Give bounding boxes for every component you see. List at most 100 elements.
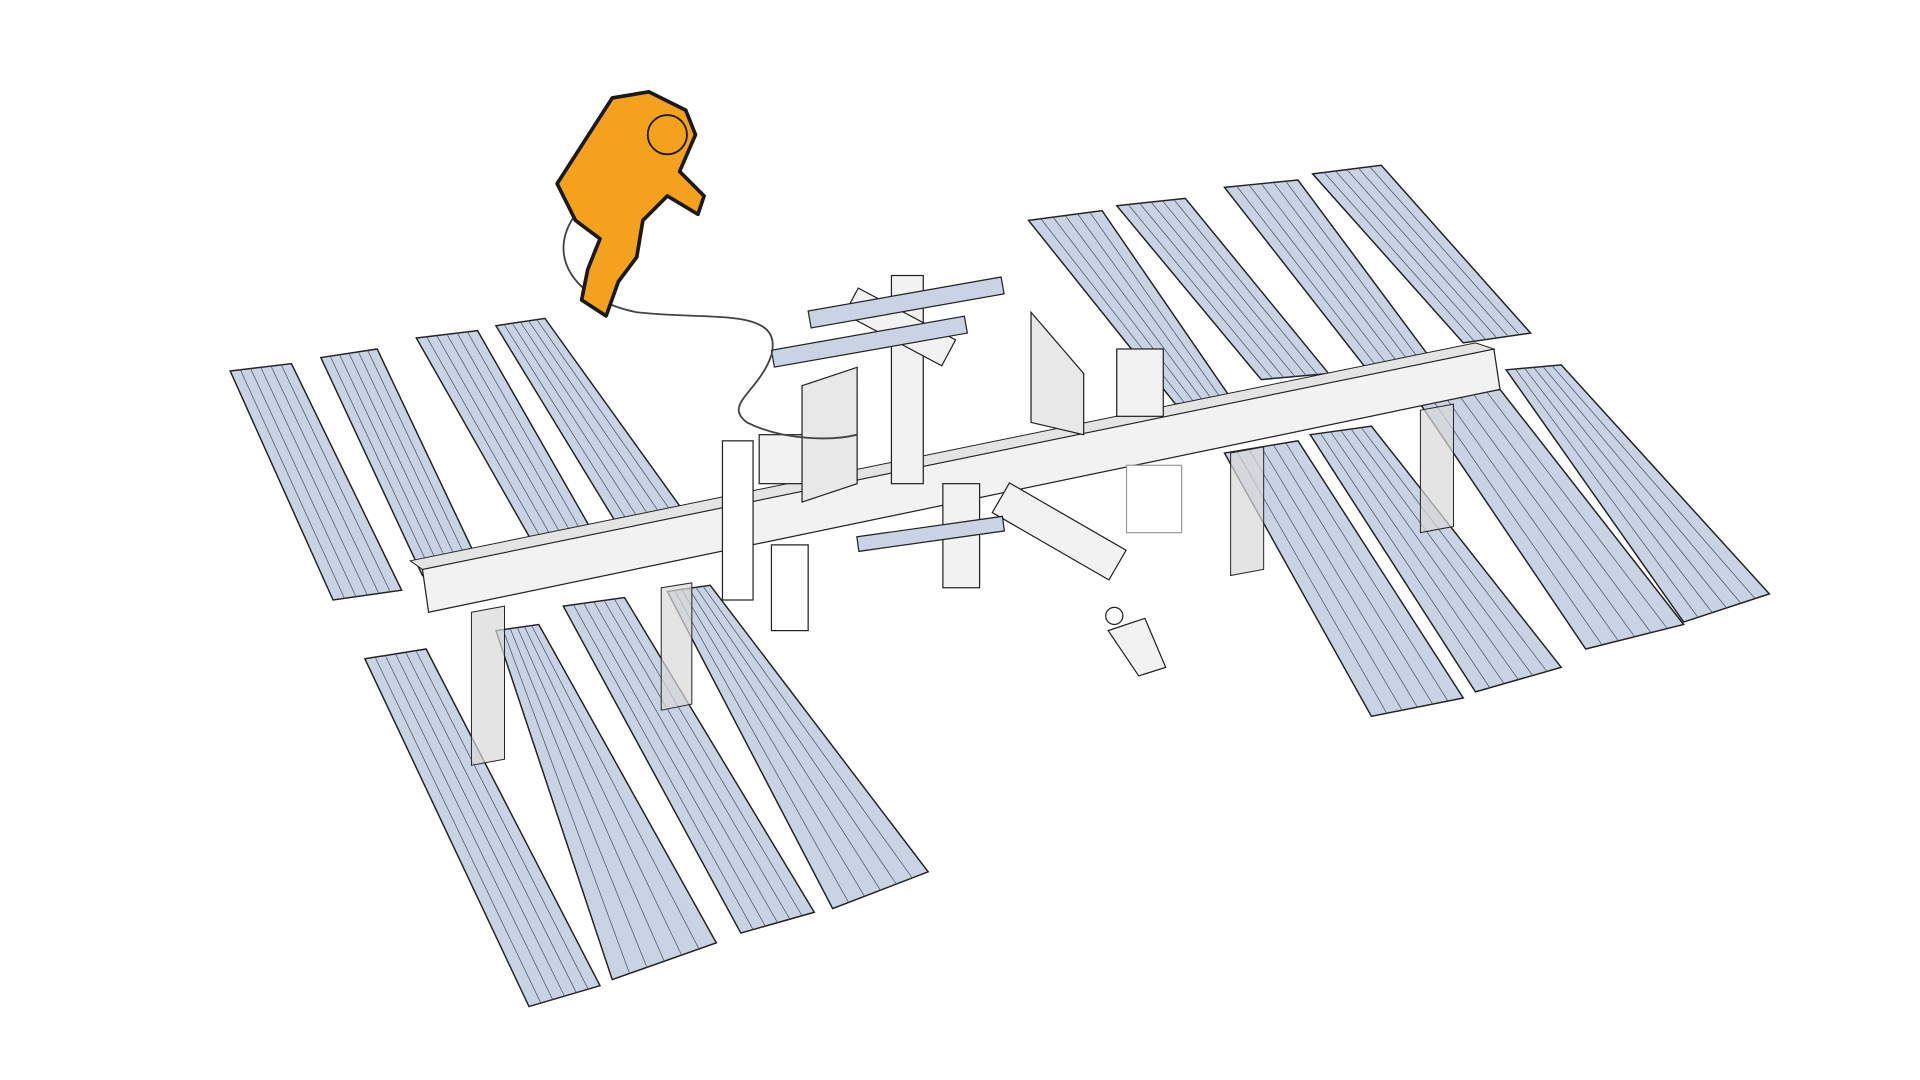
radiators bbox=[470, 403, 1454, 766]
solar-cell-stripe bbox=[1077, 213, 1213, 401]
solar-cell-stripe bbox=[531, 625, 700, 950]
solar-cell-stripe bbox=[520, 321, 653, 521]
astronaut-helmet bbox=[646, 114, 688, 156]
solar-cell-stripe bbox=[426, 336, 550, 553]
solar-cell-stripe bbox=[1260, 183, 1400, 365]
solar-cell-stripe bbox=[536, 319, 675, 517]
solar-panel bbox=[666, 584, 930, 910]
solar-cell-stripe bbox=[456, 332, 580, 548]
radiator-left bbox=[801, 366, 858, 503]
solar-cell-stripe bbox=[384, 655, 553, 1000]
solar-panel bbox=[229, 362, 403, 601]
solar-cell-stripe bbox=[415, 650, 589, 990]
solar-arrays bbox=[229, 164, 1771, 1008]
solar-cell-stripe bbox=[1065, 215, 1204, 402]
solar-cell-stripe bbox=[1089, 212, 1222, 400]
solar-cell-stripe bbox=[593, 601, 778, 923]
radiator-panel bbox=[1419, 403, 1454, 534]
pressurized-modules bbox=[721, 274, 1183, 677]
solar-cell-stripe bbox=[1236, 185, 1377, 367]
solar-cell-stripe bbox=[1459, 396, 1635, 637]
solar-cell-stripe bbox=[1320, 433, 1491, 688]
solar-panel bbox=[1223, 440, 1465, 718]
solar-cell-stripe bbox=[702, 586, 913, 879]
solar-cell-stripe bbox=[1273, 444, 1433, 705]
solar-cell-stripe bbox=[511, 323, 642, 523]
solar-cell-stripe bbox=[1139, 203, 1284, 378]
radiator-panel bbox=[1230, 446, 1265, 577]
solar-cell-stripe bbox=[1162, 200, 1307, 376]
solar-cell-stripe bbox=[1358, 167, 1509, 337]
solar-cell-stripe bbox=[1473, 394, 1652, 633]
solar-cell-stripe bbox=[573, 604, 754, 930]
solar-cell-stripe bbox=[1551, 365, 1756, 599]
solar-cell-stripe bbox=[503, 324, 630, 525]
solar-cell-stripe bbox=[1273, 182, 1411, 364]
solar-cell-stripe bbox=[1346, 169, 1498, 339]
solar-cell-stripe bbox=[1486, 391, 1668, 629]
radiator-right bbox=[1030, 310, 1085, 436]
solar-cell-stripe bbox=[1285, 442, 1449, 702]
solar-panel-surface bbox=[1308, 425, 1563, 693]
solar-cell-stripe bbox=[358, 351, 462, 570]
solar-cell-stripe bbox=[517, 627, 665, 962]
solar-cell-stripe bbox=[613, 598, 803, 916]
solar-panel bbox=[1308, 425, 1563, 693]
solar-panel bbox=[319, 348, 482, 577]
solar-cell-stripe bbox=[329, 355, 433, 575]
solar-cell-stripe bbox=[1446, 398, 1619, 642]
solar-cell-stripe bbox=[1127, 204, 1273, 379]
solar-cell-stripe bbox=[270, 365, 380, 594]
solar-cell-stripe bbox=[1340, 430, 1519, 680]
solar-cell-stripe bbox=[446, 334, 570, 550]
radiator-panel bbox=[470, 605, 505, 766]
solar-cell-stripe bbox=[339, 354, 442, 573]
radiator-panel bbox=[660, 582, 693, 711]
solar-panel-surface bbox=[1311, 164, 1533, 344]
solar-cell-stripe bbox=[1052, 216, 1195, 403]
solar-cell-stripe bbox=[583, 603, 766, 927]
astronaut-icon bbox=[555, 90, 858, 440]
solar-cell-stripe bbox=[1330, 431, 1505, 684]
solar-cell-stripe bbox=[436, 335, 560, 551]
solar-panel bbox=[363, 648, 602, 1008]
truss-top-face bbox=[408, 342, 1496, 570]
solar-cell-stripe bbox=[1150, 201, 1296, 377]
solar-cell-stripe bbox=[374, 656, 542, 1004]
upper-array-3 bbox=[856, 515, 1006, 553]
solar-panel bbox=[1311, 164, 1533, 344]
solar-cell-stripe bbox=[1285, 181, 1422, 363]
solar-cell-stripe bbox=[1542, 366, 1742, 604]
solar-cell-stripe bbox=[502, 629, 630, 974]
solar-cell-stripe bbox=[1335, 170, 1486, 340]
solar-panel bbox=[562, 596, 816, 934]
solar-cell-stripe bbox=[1369, 166, 1520, 335]
capsule-body bbox=[1107, 617, 1167, 677]
capsule bbox=[1105, 606, 1167, 677]
solar-cell-stripe bbox=[348, 353, 452, 571]
upper-array-2 bbox=[770, 315, 969, 368]
solar-panel bbox=[494, 623, 718, 981]
module-service bbox=[991, 482, 1127, 581]
solar-cell-stripe bbox=[250, 368, 357, 597]
solar-cell-stripe bbox=[367, 350, 471, 568]
solar-cell-stripe bbox=[467, 331, 591, 547]
solar-cell-stripe bbox=[528, 320, 664, 519]
solar-cell-stripe bbox=[1350, 428, 1533, 676]
solar-panel-surface bbox=[363, 648, 602, 1008]
solar-cell-stripe bbox=[1248, 448, 1403, 711]
solar-panel bbox=[1504, 364, 1771, 623]
solar-panel-surface bbox=[562, 596, 816, 934]
solar-cell-stripe bbox=[1433, 401, 1603, 646]
solar-cell-stripe bbox=[1173, 199, 1318, 375]
solar-cell-stripe bbox=[1524, 367, 1713, 613]
solar-cell-stripe bbox=[695, 587, 897, 885]
solar-cell-stripe bbox=[688, 588, 881, 891]
module-box-5 bbox=[1125, 464, 1183, 534]
solar-cell-stripe bbox=[260, 367, 368, 596]
solar-cell-stripe bbox=[603, 600, 791, 920]
capsule-port bbox=[1105, 606, 1124, 626]
solar-cell-stripe bbox=[1248, 184, 1389, 366]
solar-cell-stripe bbox=[509, 628, 648, 968]
